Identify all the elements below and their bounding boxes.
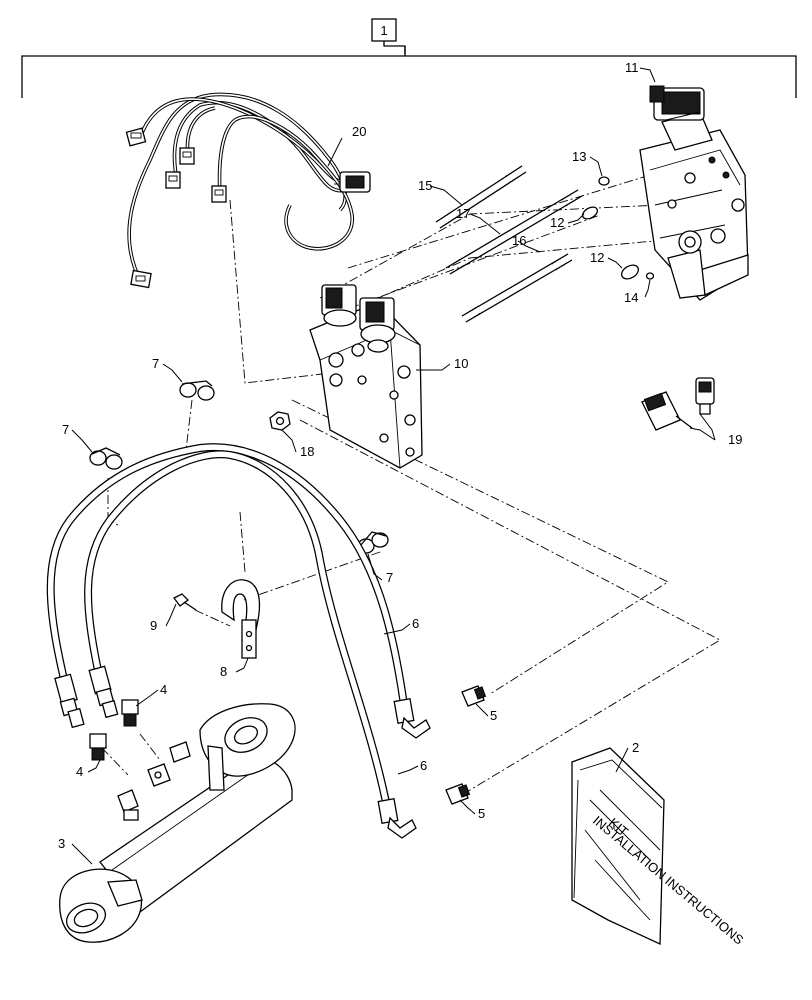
callout-5-upper: 5 (490, 708, 497, 723)
callout-12-lower: 12 (590, 250, 604, 265)
installation-manual: KIT INSTALLATION INSTRUCTIONS (571, 747, 747, 948)
callout-14: 14 (624, 290, 638, 305)
callout-4-lower: 4 (76, 764, 83, 779)
harness-connector-a (125, 127, 147, 147)
seal-13 (598, 176, 610, 186)
hydraulic-cylinder (59, 703, 296, 943)
o-ring-12-lower (620, 264, 640, 280)
hose-fitting-left-1 (54, 673, 85, 729)
valve-solenoid (649, 85, 713, 151)
callout-7-left: 7 (62, 422, 69, 437)
nut-18 (269, 411, 291, 431)
tie-rod-16 (461, 253, 573, 323)
section-solenoid-left (321, 284, 357, 327)
callout-11: 11 (625, 60, 639, 75)
callout-3: 3 (58, 836, 65, 851)
callout-17: 17 (456, 206, 470, 221)
callout-1: 1 (380, 23, 387, 38)
valve-section (309, 284, 423, 469)
callout-7-top: 7 (152, 356, 159, 371)
section-solenoid-right (359, 297, 396, 353)
harness-connector-c (165, 171, 181, 189)
harness-main-connector (334, 171, 371, 193)
sensor-connector-19b (695, 377, 715, 415)
callout-5-lower: 5 (478, 806, 485, 821)
adapter-fitting-4-lower (89, 733, 107, 761)
hose-clamp-7-top (179, 380, 215, 401)
callout-10: 10 (454, 356, 468, 371)
callout-8: 8 (220, 664, 227, 679)
hose-fitting-right-1 (393, 698, 431, 739)
callout-2: 2 (632, 740, 639, 755)
hose-fitting-left-2 (88, 665, 119, 719)
straight-fitting-5-lower (445, 783, 471, 805)
sensor-connector-19a (641, 391, 693, 431)
assembly-bracket: 1 (21, 18, 797, 98)
callout-16: 16 (512, 233, 526, 248)
o-ring-12-upper (581, 206, 599, 220)
callout-6-lower: 6 (420, 758, 427, 773)
hydraulic-hoses (46, 443, 431, 839)
callout-13: 13 (572, 149, 586, 164)
cylinder-port-lower (117, 789, 139, 821)
cylinder-rod-end (59, 868, 143, 943)
callout-7-mid: 7 (386, 570, 393, 585)
callout-9: 9 (150, 618, 157, 633)
straight-fitting-5-upper (461, 685, 487, 707)
callout-12-upper: 12 (550, 215, 564, 230)
cylinder-port-upper (147, 763, 171, 787)
callout-20: 20 (352, 124, 366, 139)
cylinder-port-top (169, 741, 191, 763)
callout-19: 19 (728, 432, 742, 447)
tie-rod-17 (445, 189, 583, 275)
leader-lines (71, 67, 716, 865)
hose-clamp-7-left (89, 447, 123, 470)
hose-bracket-8 (221, 579, 261, 659)
harness-connector-e (130, 269, 152, 289)
harness-connector-d (211, 185, 227, 203)
callout-15: 15 (418, 178, 432, 193)
harness-connector-b (179, 147, 195, 165)
callout-6-upper: 6 (412, 616, 419, 631)
wiring-harness (125, 92, 371, 289)
tie-rod-15 (435, 165, 527, 229)
control-valve (639, 85, 749, 301)
callout-18: 18 (300, 444, 314, 459)
hose-fitting-right-2 (377, 798, 417, 839)
callout-labels: 20 11 13 15 17 12 16 12 14 10 18 19 7 7 … (58, 60, 742, 851)
callout-4-upper: 4 (160, 682, 167, 697)
seal-14 (645, 272, 655, 280)
adapter-fitting-4-upper (121, 699, 139, 727)
bolt-9 (173, 593, 197, 611)
